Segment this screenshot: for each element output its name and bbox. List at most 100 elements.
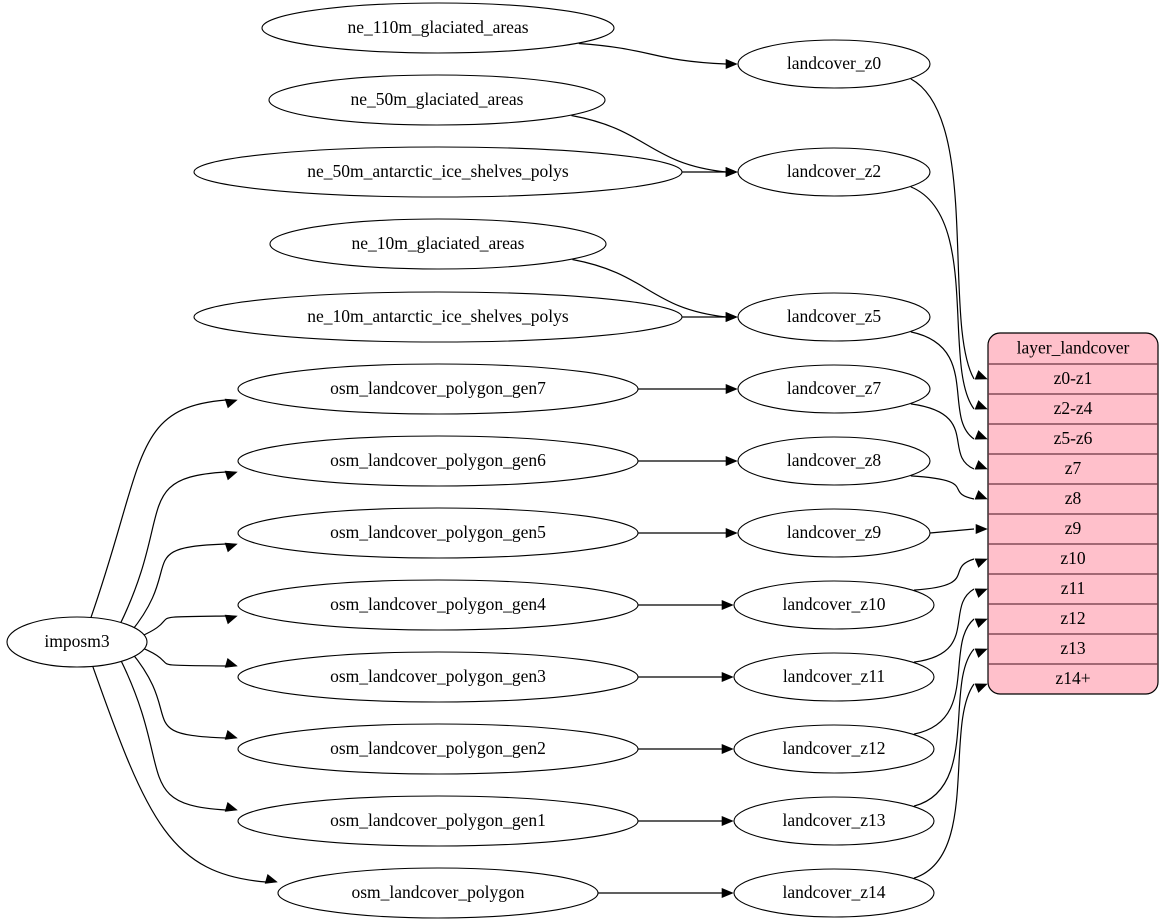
edge-imposm3-to-osm_landcover_polygon_gen4 [135, 615, 227, 640]
node-osm_landcover_polygon[interactable]: osm_landcover_polygon [277, 867, 599, 919]
edge-arrowhead [224, 658, 238, 668]
node-shape [237, 795, 639, 847]
node-landcover_z11[interactable]: landcover_z11 [733, 652, 935, 702]
edge-arrowhead [224, 470, 238, 481]
node-osm_landcover_polygon_gen1[interactable]: osm_landcover_polygon_gen1 [237, 795, 639, 847]
node-landcover_z5[interactable]: landcover_z5 [737, 292, 931, 342]
node-label: landcover_z2 [787, 161, 881, 181]
table-row[interactable]: z14+ [988, 664, 1158, 694]
edge-arrowhead [974, 558, 988, 568]
node-label: ne_50m_glaciated_areas [351, 89, 524, 109]
node-label: landcover_z11 [783, 666, 885, 686]
node-label: osm_landcover_polygon_gen4 [330, 594, 546, 614]
edge-ne_10m_glaciated_areas-to-landcover_z5 [572, 258, 727, 318]
edge-arrowhead [725, 383, 738, 395]
node-shape [733, 796, 935, 846]
node-shape [737, 436, 931, 486]
node-landcover_z8[interactable]: landcover_z8 [737, 436, 931, 486]
edge-landcover_z5-to-table-row-2 [910, 331, 975, 440]
table-row[interactable]: z13 [988, 634, 1158, 664]
node-landcover_z10[interactable]: landcover_z10 [733, 580, 935, 630]
table-header-label: layer_landcover [1017, 338, 1130, 358]
edges-layer [90, 42, 988, 899]
edge-arrowhead [974, 370, 988, 380]
table-row[interactable]: z9 [988, 514, 1158, 544]
edge-landcover_z8-to-table-row-4 [910, 475, 975, 500]
edge-imposm3-to-osm_landcover_polygon_gen1 [119, 658, 227, 811]
node-shape [237, 579, 639, 631]
edge-arrowhead [224, 802, 238, 812]
node-label: osm_landcover_polygon_gen3 [330, 666, 546, 686]
node-label: landcover_z12 [782, 738, 885, 758]
edge-arrowhead [224, 614, 238, 625]
node-shape [237, 435, 639, 487]
node-shape [237, 651, 639, 703]
node-landcover_z14[interactable]: landcover_z14 [733, 868, 935, 918]
table-row[interactable]: z11 [988, 574, 1158, 604]
node-landcover_z2[interactable]: landcover_z2 [737, 147, 931, 197]
node-label: osm_landcover_polygon_gen5 [330, 522, 546, 542]
node-osm_landcover_polygon_gen4[interactable]: osm_landcover_polygon_gen4 [237, 579, 639, 631]
edge-arrowhead [725, 58, 738, 70]
edge-imposm3-to-osm_landcover_polygon_gen3 [135, 644, 227, 667]
node-label: landcover_z8 [787, 450, 882, 470]
node-shape [261, 2, 615, 54]
node-label: osm_landcover_polygon_gen6 [330, 450, 546, 470]
table-row[interactable]: z0-z1 [988, 364, 1158, 394]
node-label: osm_landcover_polygon_gen7 [330, 378, 546, 398]
edge-arrowhead [974, 618, 988, 628]
table-row[interactable]: z10 [988, 544, 1158, 574]
edge-arrowhead [974, 460, 988, 470]
node-shape [737, 508, 931, 558]
node-label: osm_landcover_polygon_gen2 [330, 738, 546, 758]
edge-landcover_z12-to-table-row-8 [913, 618, 975, 735]
node-landcover_z13[interactable]: landcover_z13 [733, 796, 935, 846]
edge-imposm3-to-osm_landcover_polygon_gen6 [119, 471, 227, 626]
edge-arrowhead [974, 430, 988, 440]
edge-imposm3-to-osm_landcover_polygon_gen7 [90, 399, 227, 619]
edge-arrowhead [974, 683, 988, 693]
edge-arrowhead [974, 490, 988, 500]
table-row[interactable]: z7 [988, 454, 1158, 484]
edge-ne_50m_glaciated_areas-to-landcover_z2 [571, 114, 727, 173]
node-landcover_z12[interactable]: landcover_z12 [733, 724, 935, 774]
edge-ne_110m_glaciated_areas-to-landcover_z0 [578, 42, 727, 65]
edge-arrowhead [725, 527, 738, 539]
node-ne_10m_antarctic_ice_shelves_polys[interactable]: ne_10m_antarctic_ice_shelves_polys [193, 291, 683, 343]
table-row-label: z7 [1065, 458, 1082, 478]
edge-imposm3-to-osm_landcover_polygon_gen5 [130, 543, 227, 633]
edge-arrowhead [721, 743, 734, 755]
node-shape [6, 616, 148, 668]
node-label: ne_10m_glaciated_areas [352, 233, 525, 253]
node-shape [733, 868, 935, 918]
node-osm_landcover_polygon_gen7[interactable]: osm_landcover_polygon_gen7 [237, 363, 639, 415]
node-osm_landcover_polygon_gen3[interactable]: osm_landcover_polygon_gen3 [237, 651, 639, 703]
node-ne_10m_glaciated_areas[interactable]: ne_10m_glaciated_areas [269, 218, 607, 270]
node-shape [237, 507, 639, 559]
node-landcover_z7[interactable]: landcover_z7 [737, 364, 931, 414]
table-row[interactable]: z2-z4 [988, 394, 1158, 424]
node-landcover_z0[interactable]: landcover_z0 [737, 39, 931, 89]
edge-arrowhead [975, 523, 988, 535]
node-osm_landcover_polygon_gen2[interactable]: osm_landcover_polygon_gen2 [237, 723, 639, 775]
edge-landcover_z2-to-table-row-1 [910, 186, 975, 410]
node-shape [733, 724, 935, 774]
node-osm_landcover_polygon_gen5[interactable]: osm_landcover_polygon_gen5 [237, 507, 639, 559]
node-osm_landcover_polygon_gen6[interactable]: osm_landcover_polygon_gen6 [237, 435, 639, 487]
node-ne_50m_antarctic_ice_shelves_polys[interactable]: ne_50m_antarctic_ice_shelves_polys [193, 146, 683, 198]
node-ne_50m_glaciated_areas[interactable]: ne_50m_glaciated_areas [268, 74, 606, 126]
table-row-label: z10 [1060, 548, 1086, 568]
node-shape [237, 723, 639, 775]
table-row[interactable]: z8 [988, 484, 1158, 514]
edge-arrowhead [224, 730, 238, 740]
node-landcover_z9[interactable]: landcover_z9 [737, 508, 931, 558]
edge-arrowhead [974, 648, 988, 658]
node-shape [737, 39, 931, 89]
table-row-label: z2-z4 [1054, 398, 1093, 418]
table-row[interactable]: z5-z6 [988, 424, 1158, 454]
edge-arrowhead [725, 311, 738, 323]
node-ne_110m_glaciated_areas[interactable]: ne_110m_glaciated_areas [261, 2, 615, 54]
node-imposm3[interactable]: imposm3 [6, 616, 148, 668]
edge-arrowhead [721, 671, 734, 683]
table-row[interactable]: z12 [988, 604, 1158, 634]
